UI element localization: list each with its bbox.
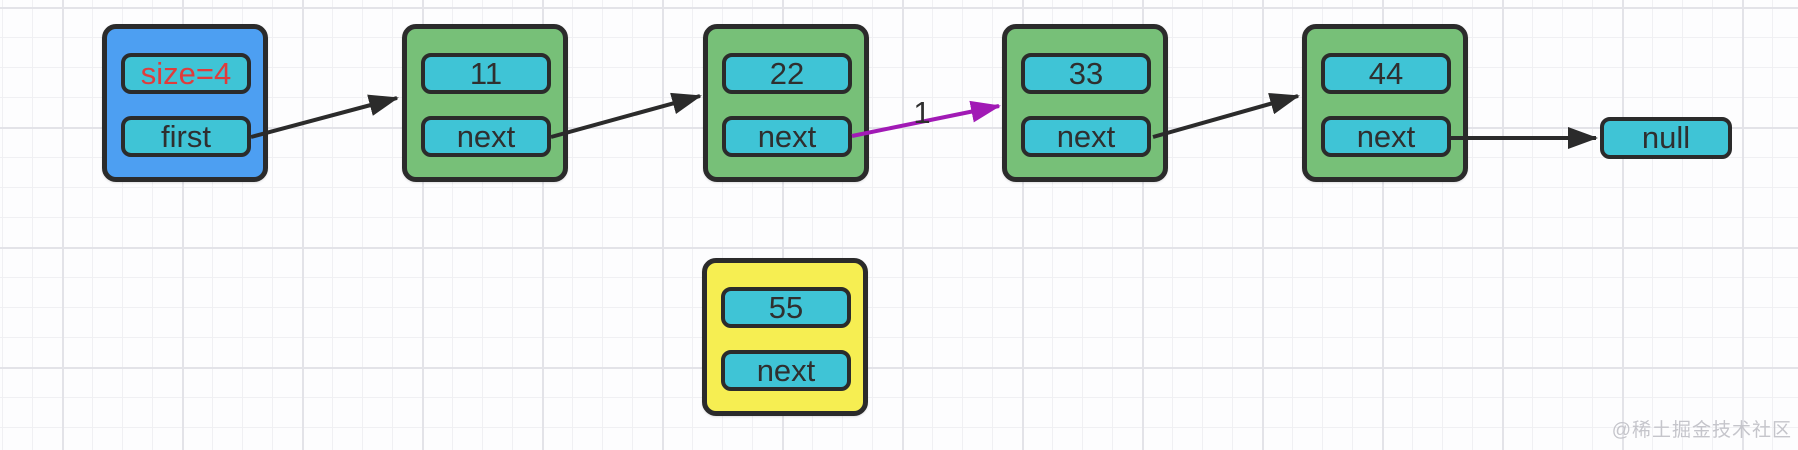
list-node-4: 44 next (1302, 24, 1468, 182)
node-4-value: 44 (1368, 56, 1404, 91)
detached-value: 55 (768, 290, 804, 325)
edge-label: 1 (913, 95, 931, 130)
arrow-node1-to-node2 (550, 92, 702, 139)
head-first-field: first (121, 116, 251, 157)
head-size-label: size=4 (140, 56, 232, 91)
node-1-value-field: 11 (421, 53, 551, 94)
null-terminator: null (1600, 117, 1732, 159)
node-3-next-field: next (1021, 116, 1151, 157)
node-1-next-label: next (456, 119, 516, 154)
detached-next-field: next (721, 350, 851, 391)
node-3-value-field: 33 (1021, 53, 1151, 94)
list-node-3: 33 next (1002, 24, 1168, 182)
detached-value-field: 55 (721, 287, 851, 328)
list-node-2: 22 next (703, 24, 869, 182)
null-label: null (1641, 120, 1691, 155)
node-3-value: 33 (1068, 56, 1104, 91)
node-4-next-field: next (1321, 116, 1451, 157)
watermark-text: @稀土掘金技术社区 (1611, 420, 1792, 441)
node-1-value: 11 (469, 56, 503, 91)
node-2-next-label: next (757, 119, 817, 154)
node-2-next-field: next (722, 116, 852, 157)
head-node: size=4 first (102, 24, 268, 182)
arrow-first-to-node1 (250, 94, 399, 139)
list-node-1: 11 next (402, 24, 568, 182)
node-3-next-label: next (1056, 119, 1116, 154)
detached-node: 55 next (702, 258, 868, 416)
node-2-value: 22 (769, 56, 805, 91)
node-4-value-field: 44 (1321, 53, 1451, 94)
arrow-node3-to-node4 (1152, 93, 1300, 139)
head-size-field: size=4 (121, 53, 251, 94)
node-4-next-label: next (1356, 119, 1416, 154)
node-2-value-field: 22 (722, 53, 852, 94)
detached-next-label: next (756, 353, 816, 388)
node-1-next-field: next (421, 116, 551, 157)
head-first-label: first (161, 119, 211, 154)
